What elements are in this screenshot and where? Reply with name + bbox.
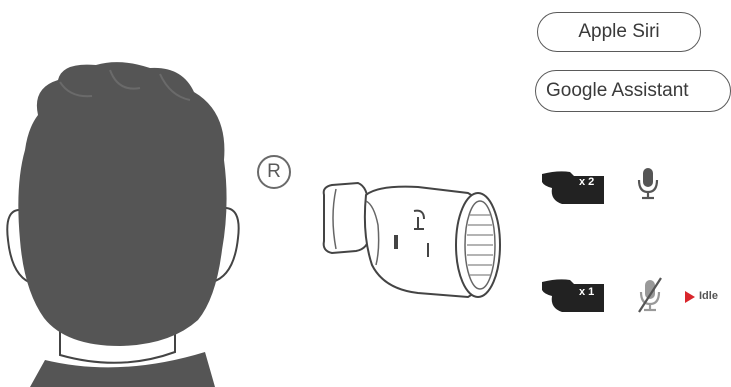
single-tap-hand-icon xyxy=(540,276,610,316)
head-shape xyxy=(18,62,226,346)
play-triangle-icon xyxy=(684,290,696,304)
microphone-icon xyxy=(636,166,660,202)
google-assistant-text: Google Assistant xyxy=(546,80,689,102)
earbud-icon xyxy=(318,165,508,315)
apple-siri-label: Apple Siri xyxy=(537,12,701,52)
idle-status-label: Idle xyxy=(699,290,718,302)
right-ear-indicator: R xyxy=(257,155,291,189)
apple-siri-text: Apple Siri xyxy=(578,21,659,43)
double-tap-hand-icon xyxy=(540,168,610,208)
single-tap-count: x 1 xyxy=(579,286,594,298)
google-assistant-label: Google Assistant xyxy=(535,70,731,112)
right-ear-indicator-label: R xyxy=(267,161,281,183)
person-head-illustration xyxy=(0,0,250,387)
double-tap-count: x 2 xyxy=(579,176,594,188)
microphone-muted-icon xyxy=(636,276,664,316)
